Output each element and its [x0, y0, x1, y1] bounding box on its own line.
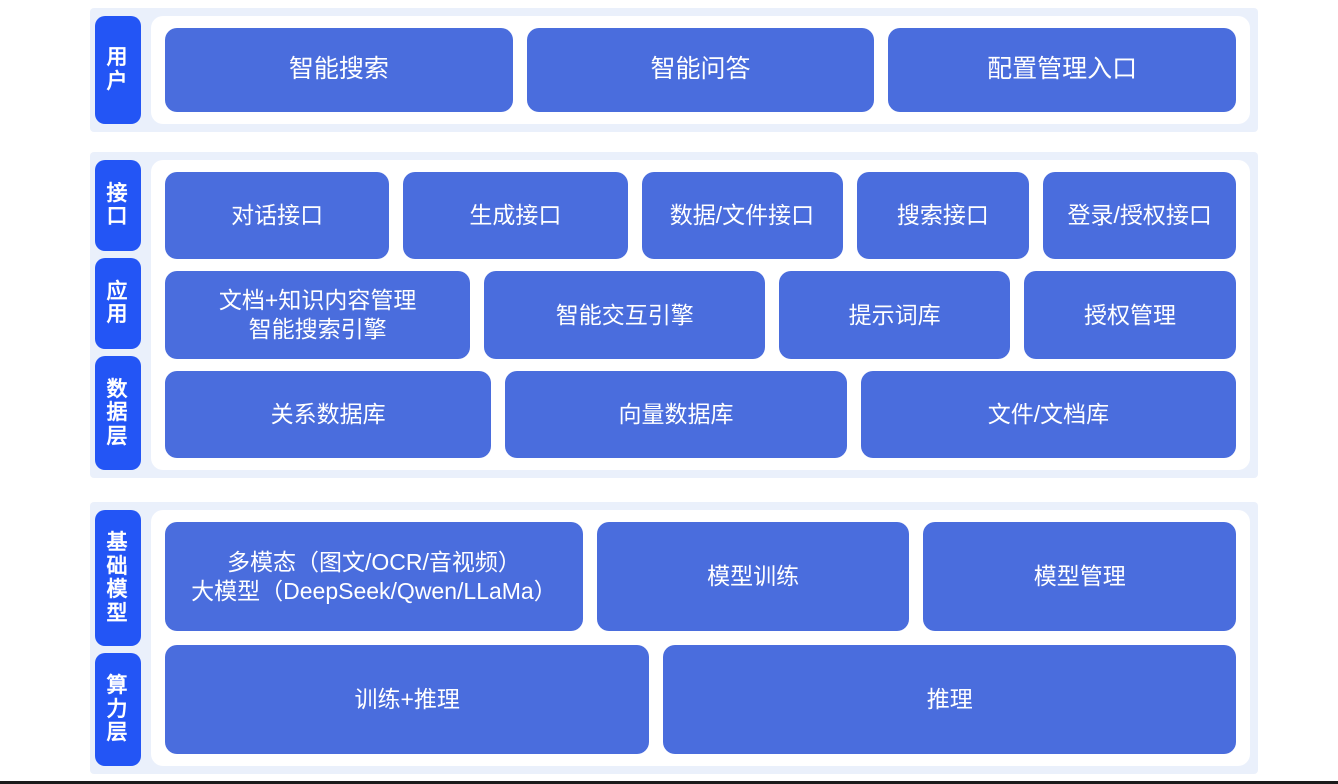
layer-tag-interface[interactable]: 接口 — [94, 160, 141, 251]
layer-tag-application-label: 应用 — [106, 279, 129, 327]
box-authorization-management[interactable]: 授权管理 — [1023, 271, 1236, 359]
box-file-document-store[interactable]: 文件/文档库 — [860, 370, 1237, 458]
section-base-layers: 基础模型 算力层 多模态（图文/OCR/音视频） 大模型（DeepSeek/Qw… — [90, 502, 1258, 774]
box-search-api[interactable]: 搜索接口 — [856, 172, 1030, 260]
box-config-management-entry[interactable]: 配置管理入口 — [888, 28, 1237, 112]
box-vector-database[interactable]: 向量数据库 — [505, 370, 847, 458]
box-login-auth-api[interactable]: 登录/授权接口 — [1043, 172, 1236, 260]
panel-middle-layers: 对话接口 生成接口 数据/文件接口 搜索接口 登录/授权接口 文档+知识内容管理… — [151, 160, 1250, 470]
box-inference[interactable]: 推理 — [663, 645, 1236, 754]
row-data: 关系数据库 向量数据库 文件/文档库 — [165, 370, 1237, 458]
box-document-knowledge-content-management[interactable]: 文档+知识内容管理 智能搜索引擎 — [165, 271, 471, 359]
layer-tag-compute-label: 算力层 — [106, 674, 129, 745]
box-model-management[interactable]: 模型管理 — [923, 522, 1236, 631]
box-model-training[interactable]: 模型训练 — [596, 522, 910, 631]
box-generation-api[interactable]: 生成接口 — [403, 172, 628, 260]
box-prompt-library[interactable]: 提示词库 — [779, 271, 1010, 359]
section-user-layer: 用户 智能搜索 智能问答 配置管理入口 — [90, 8, 1258, 132]
row-application: 文档+知识内容管理 智能搜索引擎 智能交互引擎 提示词库 授权管理 — [165, 271, 1236, 359]
layer-tag-foundation-model[interactable]: 基础模型 — [94, 510, 141, 647]
box-training-plus-inference[interactable]: 训练+推理 — [165, 645, 650, 754]
box-dialog-api[interactable]: 对话接口 — [165, 172, 390, 260]
box-data-file-api[interactable]: 数据/文件接口 — [641, 172, 843, 260]
box-relational-database[interactable]: 关系数据库 — [165, 370, 492, 458]
tag-column-user: 用户 — [90, 8, 145, 132]
layer-tag-data[interactable]: 数据层 — [94, 355, 141, 470]
layer-tag-user-label: 用户 — [106, 46, 129, 93]
tag-column-middle: 接口 应用 数据层 — [90, 152, 145, 478]
row-compute: 训练+推理 推理 — [165, 645, 1236, 754]
row-user: 智能搜索 智能问答 配置管理入口 — [165, 28, 1237, 112]
bottom-divider — [0, 781, 1338, 784]
box-multimodal-large-model[interactable]: 多模态（图文/OCR/音视频） 大模型（DeepSeek/Qwen/LLaMa） — [165, 522, 583, 631]
layer-tag-user[interactable]: 用户 — [94, 16, 141, 124]
tag-column-base: 基础模型 算力层 — [90, 502, 145, 774]
layer-tag-data-label: 数据层 — [106, 377, 129, 448]
layer-tag-interface-label: 接口 — [106, 181, 129, 229]
box-smart-interaction-engine[interactable]: 智能交互引擎 — [484, 271, 766, 359]
section-middle-layers: 接口 应用 数据层 对话接口 生成接口 数据/文件接口 搜索接口 登录/授权接口… — [90, 152, 1258, 478]
row-interface: 对话接口 生成接口 数据/文件接口 搜索接口 登录/授权接口 — [165, 172, 1236, 260]
layer-tag-application[interactable]: 应用 — [94, 257, 141, 349]
box-smart-search[interactable]: 智能搜索 — [165, 28, 513, 112]
row-foundation-model: 多模态（图文/OCR/音视频） 大模型（DeepSeek/Qwen/LLaMa）… — [165, 522, 1236, 631]
layer-tag-compute[interactable]: 算力层 — [94, 653, 141, 767]
panel-user-layer: 智能搜索 智能问答 配置管理入口 — [151, 16, 1250, 124]
box-smart-qa[interactable]: 智能问答 — [526, 28, 875, 112]
layer-tag-foundation-model-label: 基础模型 — [106, 531, 129, 625]
panel-base-layers: 多模态（图文/OCR/音视频） 大模型（DeepSeek/Qwen/LLaMa）… — [151, 510, 1250, 766]
